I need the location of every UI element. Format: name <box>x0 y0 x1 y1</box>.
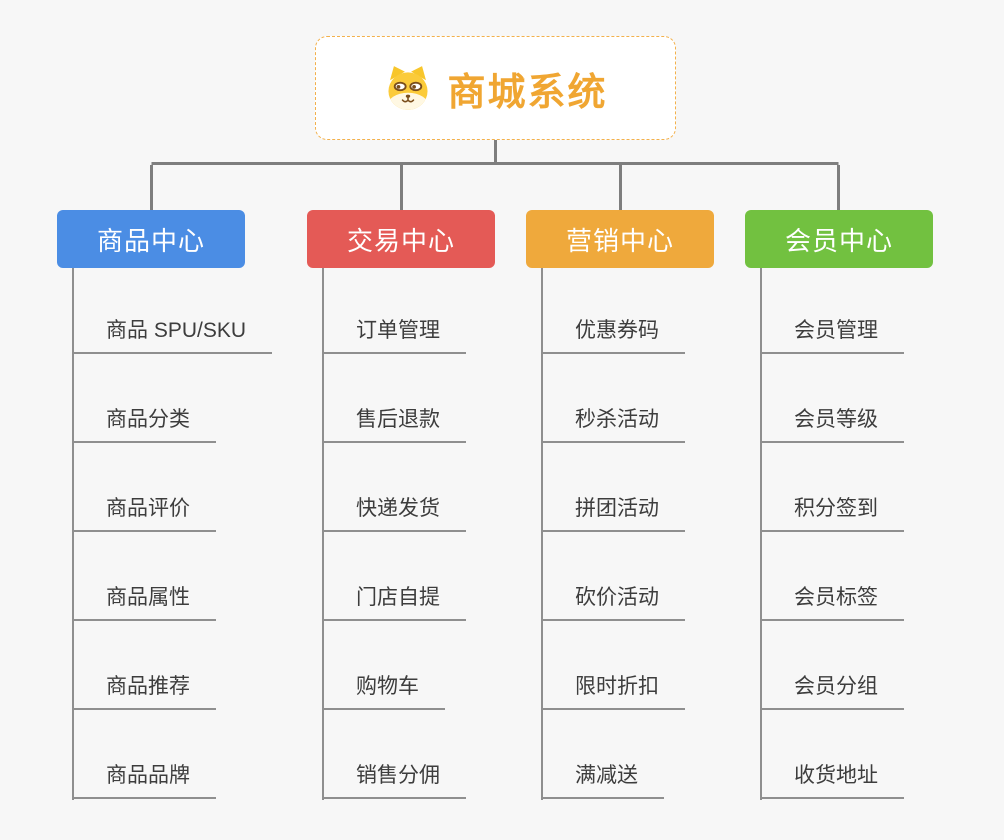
node-item[interactable]: 商品评价 <box>72 494 216 532</box>
node-item[interactable]: 商品属性 <box>72 583 216 621</box>
node-item[interactable]: 会员管理 <box>760 316 904 354</box>
node-item[interactable]: 会员等级 <box>760 405 904 443</box>
root-title: 商城系统 <box>447 71 608 114</box>
node-item[interactable]: 秒杀活动 <box>541 405 685 443</box>
node-item[interactable]: 砍价活动 <box>541 583 685 621</box>
node-item[interactable]: 购物车 <box>322 672 445 710</box>
branch-header-member[interactable]: 会员中心 <box>745 210 933 268</box>
branch-header-marketing[interactable]: 营销中心 <box>526 210 714 268</box>
node-item[interactable]: 商品 SPU/SKU <box>72 316 273 354</box>
branch-product-center: 商品中心 商品 SPU/SKU 商品分类 商品评价 商品属性 商品推荐 商品品牌 <box>57 0 307 840</box>
node-item[interactable]: 商品分类 <box>72 405 216 443</box>
shiba-dog-icon <box>388 66 429 110</box>
branch-member-center: 会员中心 会员管理 会员等级 积分签到 会员标签 会员分组 收货地址 <box>745 0 995 840</box>
branch-header-product[interactable]: 商品中心 <box>57 210 245 268</box>
node-item[interactable]: 积分签到 <box>760 494 904 532</box>
node-item[interactable]: 销售分佣 <box>322 761 466 799</box>
branch-header-trade[interactable]: 交易中心 <box>307 210 495 268</box>
root-node[interactable]: 商城系统 <box>315 36 676 140</box>
branch-trunk-line <box>72 268 74 800</box>
node-item[interactable]: 商品推荐 <box>72 672 216 710</box>
node-item[interactable]: 满减送 <box>541 761 664 799</box>
node-item[interactable]: 售后退款 <box>322 405 466 443</box>
node-item[interactable]: 门店自提 <box>322 583 466 621</box>
node-item[interactable]: 快递发货 <box>322 494 466 532</box>
branch-trade-center: 交易中心 订单管理 售后退款 快递发货 门店自提 购物车 销售分佣 <box>307 0 557 840</box>
branch-trunk-line <box>760 268 762 800</box>
node-item[interactable]: 收货地址 <box>760 761 904 799</box>
branch-marketing-center: 营销中心 优惠券码 秒杀活动 拼团活动 砍价活动 限时折扣 满减送 <box>526 0 776 840</box>
node-item[interactable]: 会员分组 <box>760 672 904 710</box>
node-item[interactable]: 订单管理 <box>322 316 466 354</box>
node-item[interactable]: 优惠券码 <box>541 316 685 354</box>
node-item[interactable]: 商品品牌 <box>72 761 216 799</box>
node-item[interactable]: 限时折扣 <box>541 672 685 710</box>
node-item[interactable]: 拼团活动 <box>541 494 685 532</box>
node-item[interactable]: 会员标签 <box>760 583 904 621</box>
branch-trunk-line <box>322 268 324 800</box>
branch-trunk-line <box>541 268 543 800</box>
